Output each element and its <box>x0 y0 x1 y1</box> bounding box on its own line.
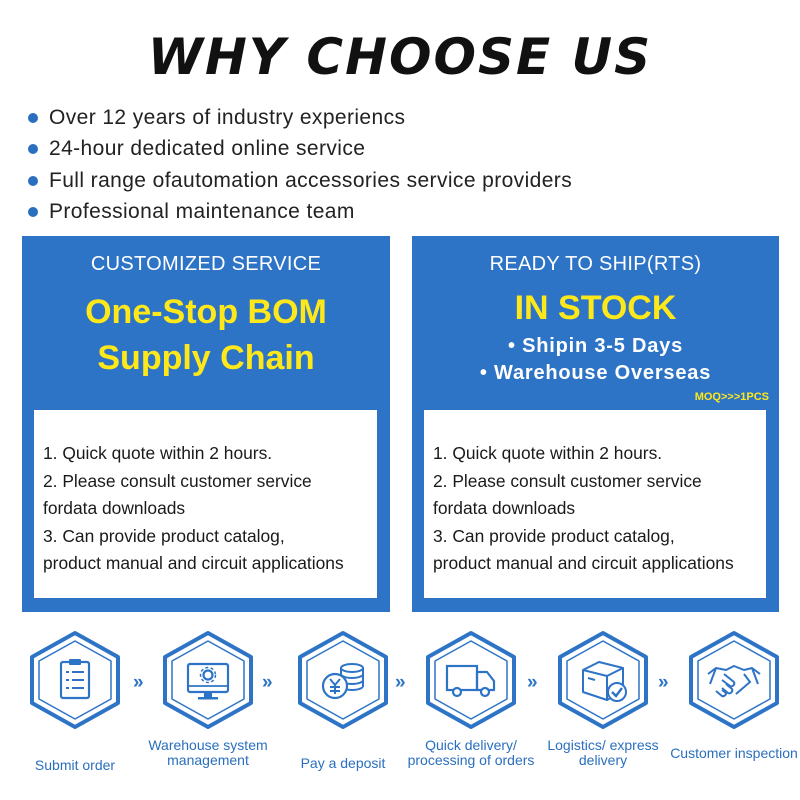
info-panel: 1. Quick quote within 2 hours. 2. Please… <box>424 410 766 598</box>
step-label: Warehouse system management <box>148 737 268 768</box>
info-line: fordata downloads <box>433 498 576 518</box>
feature-item: 24-hour dedicated online service <box>28 134 788 166</box>
feature-item: Over 12 years of industry experiencs <box>28 102 788 134</box>
feature-text: Full range ofautomation accessories serv… <box>49 168 573 192</box>
info-line: 1. Quick quote within 2 hours. <box>43 443 273 463</box>
moq-label: MOQ>>>1PCS <box>694 391 769 403</box>
feature-item: Full range ofautomation accessories serv… <box>28 165 788 197</box>
info-line: product manual and circuit applications <box>433 553 734 573</box>
order-process-steps: Submit order » Warehouse system manageme… <box>0 626 800 800</box>
truck-icon <box>423 630 519 730</box>
info-line: 3. Can provide product catalog, <box>433 525 675 546</box>
info-panel: 1. Quick quote within 2 hours. 2. Please… <box>34 410 377 598</box>
info-line: 2. Please consult customer service <box>43 470 312 491</box>
bullet-dot-icon <box>28 112 38 123</box>
clipboard-icon <box>27 630 123 730</box>
arrow-right-icon: » <box>658 672 668 693</box>
info-line: 3. Can provide product catalog, <box>43 525 285 546</box>
ready-to-ship-card: READY TO SHIP(RTS) IN STOCK • Shipin 3-5… <box>412 236 779 612</box>
card-heading: READY TO SHIP(RTS) <box>489 253 702 275</box>
monitor-gear-icon <box>160 630 256 730</box>
yen-coins-icon <box>295 630 391 730</box>
shipping-points: • Shipin 3-5 Days • Warehouse Overseas <box>412 333 779 387</box>
bullet-dot-icon <box>28 207 38 218</box>
arrow-right-icon: » <box>527 672 537 693</box>
card-heading: CUSTOMIZED SERVICE <box>90 253 322 275</box>
step-label: Customer inspection <box>670 745 798 761</box>
bullet-dot-icon <box>28 144 38 155</box>
arrow-right-icon: » <box>262 672 272 693</box>
shipping-point: • Warehouse Overseas <box>479 362 712 384</box>
feature-text: Professional maintenance team <box>49 200 355 224</box>
bullet-dot-icon <box>28 175 38 186</box>
headline-line2: Supply Chain <box>97 339 315 377</box>
customized-service-card: CUSTOMIZED SERVICE One-Stop BOM Supply C… <box>22 236 390 612</box>
package-icon <box>555 630 651 730</box>
handshake-icon <box>686 630 782 730</box>
arrow-right-icon: » <box>395 672 405 693</box>
feature-item: Professional maintenance team <box>28 197 788 229</box>
info-line: product manual and circuit applications <box>43 553 344 573</box>
info-line: 2. Please consult customer service <box>433 470 702 491</box>
feature-text: Over 12 years of industry experiencs <box>49 105 406 129</box>
step-label: Quick delivery/ processing of orders <box>407 737 535 768</box>
step-label: Pay a deposit <box>300 755 386 771</box>
arrow-right-icon: » <box>133 672 143 693</box>
feature-text: 24-hour dedicated online service <box>49 137 366 161</box>
step-label: Submit order <box>34 757 116 773</box>
feature-list: Over 12 years of industry experiencs 24-… <box>28 102 788 228</box>
info-line: fordata downloads <box>43 498 186 518</box>
headline-line1: One-Stop BOM <box>85 293 327 331</box>
in-stock-headline: IN STOCK <box>514 289 677 327</box>
step-label: Logistics/ express delivery <box>547 737 659 768</box>
info-line: 1. Quick quote within 2 hours. <box>433 443 663 463</box>
shipping-point: • Shipin 3-5 Days <box>507 335 684 357</box>
page-title: WHY CHOOSE US <box>147 28 653 86</box>
